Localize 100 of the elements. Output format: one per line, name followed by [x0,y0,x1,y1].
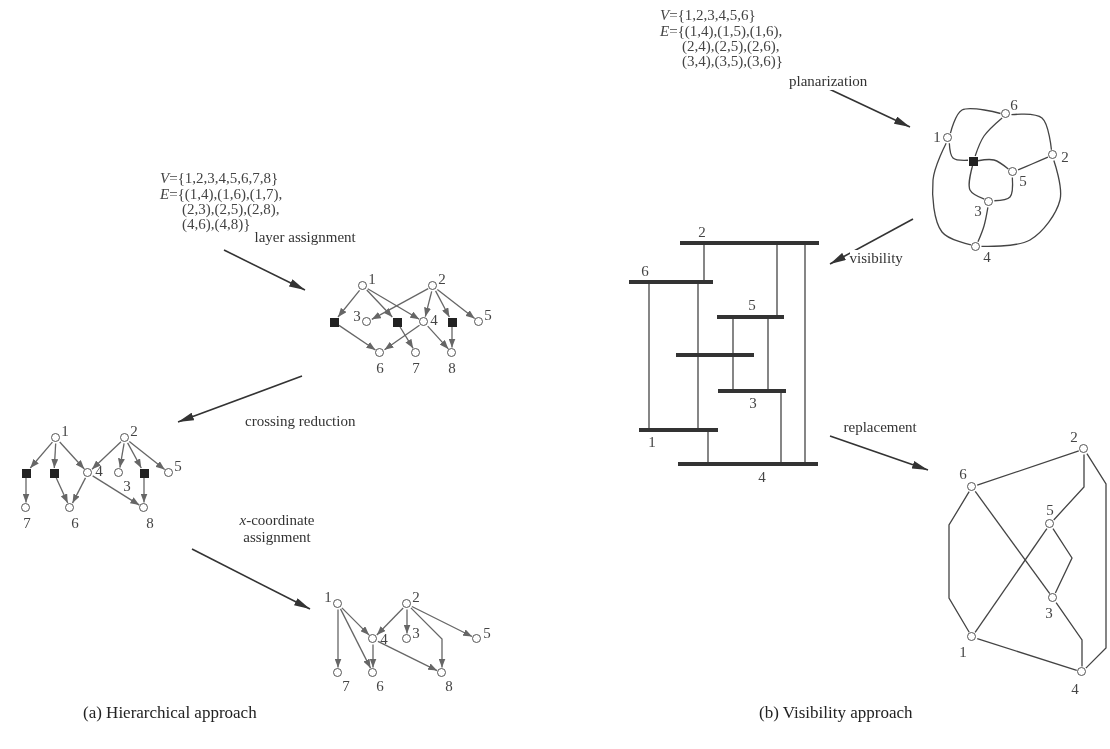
vertex-label: 5 [747,297,757,313]
arrow [140,477,148,504]
edge-line [948,491,970,633]
vertex-label: 2 [129,423,139,439]
vertex-label: 8 [444,678,454,694]
dummy-vertex-square [968,156,978,166]
arrow [371,288,429,320]
edge-line [767,318,769,390]
vertex-label: 5 [483,307,493,323]
edge-line [949,107,1002,134]
edge-line [1017,156,1049,171]
arrow [369,643,377,669]
arrow [410,607,446,669]
edge-line [703,244,705,281]
edge-line [931,142,972,246]
vertex-label: 4 [379,631,389,647]
edge-line [1053,453,1085,521]
dummy-vertex-square [447,317,457,327]
vertex-label: 3 [352,308,362,324]
edge-line [1052,527,1073,594]
edge-line [804,244,806,463]
vertex-label: 8 [145,515,155,531]
caption: (a) Hierarchical approach [83,703,257,723]
dummy-vertex-square [329,317,339,327]
vertex-label: 4 [94,463,104,479]
dummy-vertex-square [392,317,402,327]
arrow [118,442,125,469]
vertex-label: 1 [932,129,942,145]
edge-line [1085,453,1107,669]
arrow [448,326,456,349]
vertex-label: 3 [411,625,421,641]
arrow [383,324,421,351]
graph-definition: V={1,2,3,4,5,6} [660,8,757,23]
edge-line [697,283,699,354]
vertex-label: 7 [341,678,351,694]
arrow [367,288,420,320]
arrow [341,607,370,636]
dummy-vertex-square [139,468,149,478]
vertex-label: 6 [958,466,968,482]
vertex-label: 5 [173,458,183,474]
edge-line [1010,113,1053,151]
dummy-vertex-bar [676,353,754,357]
vertex-label: 3 [1044,605,1054,621]
vertex-label: 6 [375,360,385,376]
edge-line [1055,601,1083,668]
graph-definition: V={1,2,3,4,5,6,7,8} [160,171,280,186]
vertex-label: 1 [367,271,377,287]
edge-line [776,244,778,316]
arrow [434,290,450,318]
arrow [128,440,166,471]
vertex-label: 2 [1060,149,1070,165]
edge-line [968,165,985,200]
arrow [59,441,85,470]
arrow [399,326,414,349]
vertex-label: 3 [122,478,132,494]
vertex-label: 7 [22,515,32,531]
vertex-label: 3 [973,203,983,219]
dummy-vertex-square [21,468,31,478]
vertex-label: 8 [447,360,457,376]
edge-line [780,392,782,463]
edge-line [976,450,1080,486]
graph-definition: E={(1,4),(1,5),(1,6), (2,4),(2,5),(2,6), (3,4),(3,5),(3,6)} [660,24,784,69]
vertex-label: 1 [958,644,968,660]
vertex-label: 7 [411,360,421,376]
arrow [403,608,411,635]
vertex-label: 4 [757,469,767,485]
vertex-label: 1 [323,589,333,605]
vertex-label: 4 [982,249,992,265]
edge-line [993,176,1014,202]
arrow [376,607,404,636]
vertex-label: 5 [1018,173,1028,189]
caption: (b) Visibility approach [759,703,913,723]
arrow [71,477,87,504]
arrow [55,477,69,504]
arrow [337,289,361,318]
edge-line [977,158,1009,170]
arrow [427,325,449,350]
vertex-label: 2 [437,271,447,287]
vertex-label: 1 [60,423,70,439]
vertex-label: 4 [429,312,439,328]
vertex-label: 6 [640,263,650,279]
vertex-label: 4 [1070,681,1080,697]
edge-line [974,527,1048,634]
arrow [92,475,140,506]
edge-line [948,142,969,161]
vertex-label: 2 [697,224,707,240]
vertex-label: 3 [748,395,758,411]
edge-line [707,431,709,463]
vertex-label: 5 [482,625,492,641]
vertex-label: 5 [1045,502,1055,518]
vertex-label: 1 [647,434,657,450]
vertex-label: 6 [1009,97,1019,113]
edge-line [974,117,1003,157]
arrow [29,441,54,469]
edge-line [697,356,699,429]
vertex-label: 6 [375,678,385,694]
arrow [22,477,30,504]
vertex-label: 6 [70,515,80,531]
arrow [51,442,59,469]
edge-line [980,159,1062,248]
